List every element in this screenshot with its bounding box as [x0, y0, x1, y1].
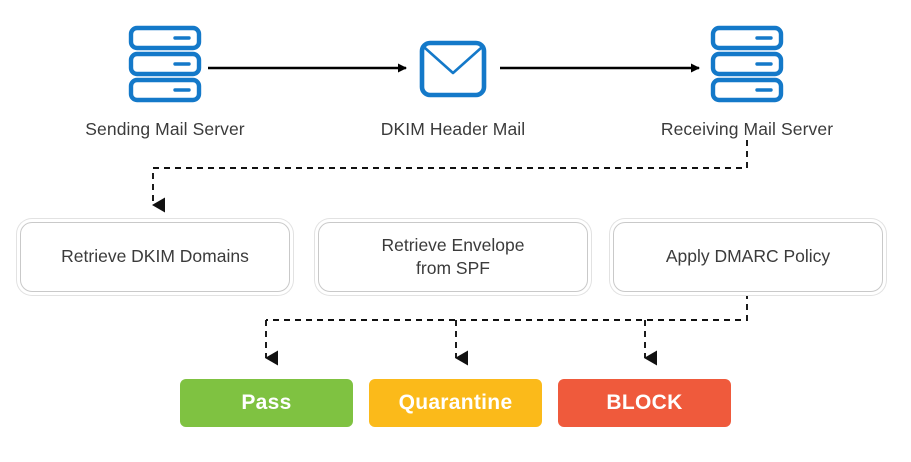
envelope-icon	[333, 22, 573, 111]
arrow-receiving-to-dkim-domains	[152, 140, 748, 213]
node-sending-mail-server[interactable]: Sending Mail Server	[45, 22, 285, 140]
process-label-retrieve-envelope-from-spf: Retrieve Envelope from SPF	[372, 234, 535, 280]
process-label-retrieve-dkim-domains: Retrieve DKIM Domains	[61, 246, 249, 267]
node-dkim-header-mail[interactable]: DKIM Header Mail	[333, 22, 573, 140]
process-box-apply-dmarc-policy[interactable]: Apply DMARC Policy	[613, 222, 883, 292]
process-label-apply-dmarc-policy: Apply DMARC Policy	[665, 246, 831, 267]
process-box-retrieve-dkim-domains[interactable]: Retrieve DKIM Domains	[20, 222, 290, 292]
process-label-line-2: from SPF	[416, 258, 490, 278]
result-box-pass[interactable]: Pass	[180, 379, 353, 427]
node-label-sending-mail-server: Sending Mail Server	[85, 119, 245, 139]
result-label-block: BLOCK	[606, 391, 683, 414]
dmarc-bus-line	[266, 293, 748, 321]
process-box-retrieve-envelope-from-spf[interactable]: Retrieve Envelope from SPF	[318, 222, 588, 292]
server-stack-icon	[627, 22, 867, 111]
result-label-quarantine: Quarantine	[398, 391, 513, 414]
result-box-block[interactable]: BLOCK	[558, 379, 731, 427]
process-label-line-1: Retrieve Envelope	[381, 234, 525, 255]
node-receiving-mail-server[interactable]: Receiving Mail Server	[627, 22, 867, 140]
node-label-receiving-mail-server: Receiving Mail Server	[660, 119, 834, 139]
result-box-quarantine[interactable]: Quarantine	[369, 379, 542, 427]
result-label-pass: Pass	[241, 391, 292, 414]
server-stack-icon	[45, 22, 285, 111]
node-label-dkim-header-mail: DKIM Header Mail	[380, 119, 526, 139]
